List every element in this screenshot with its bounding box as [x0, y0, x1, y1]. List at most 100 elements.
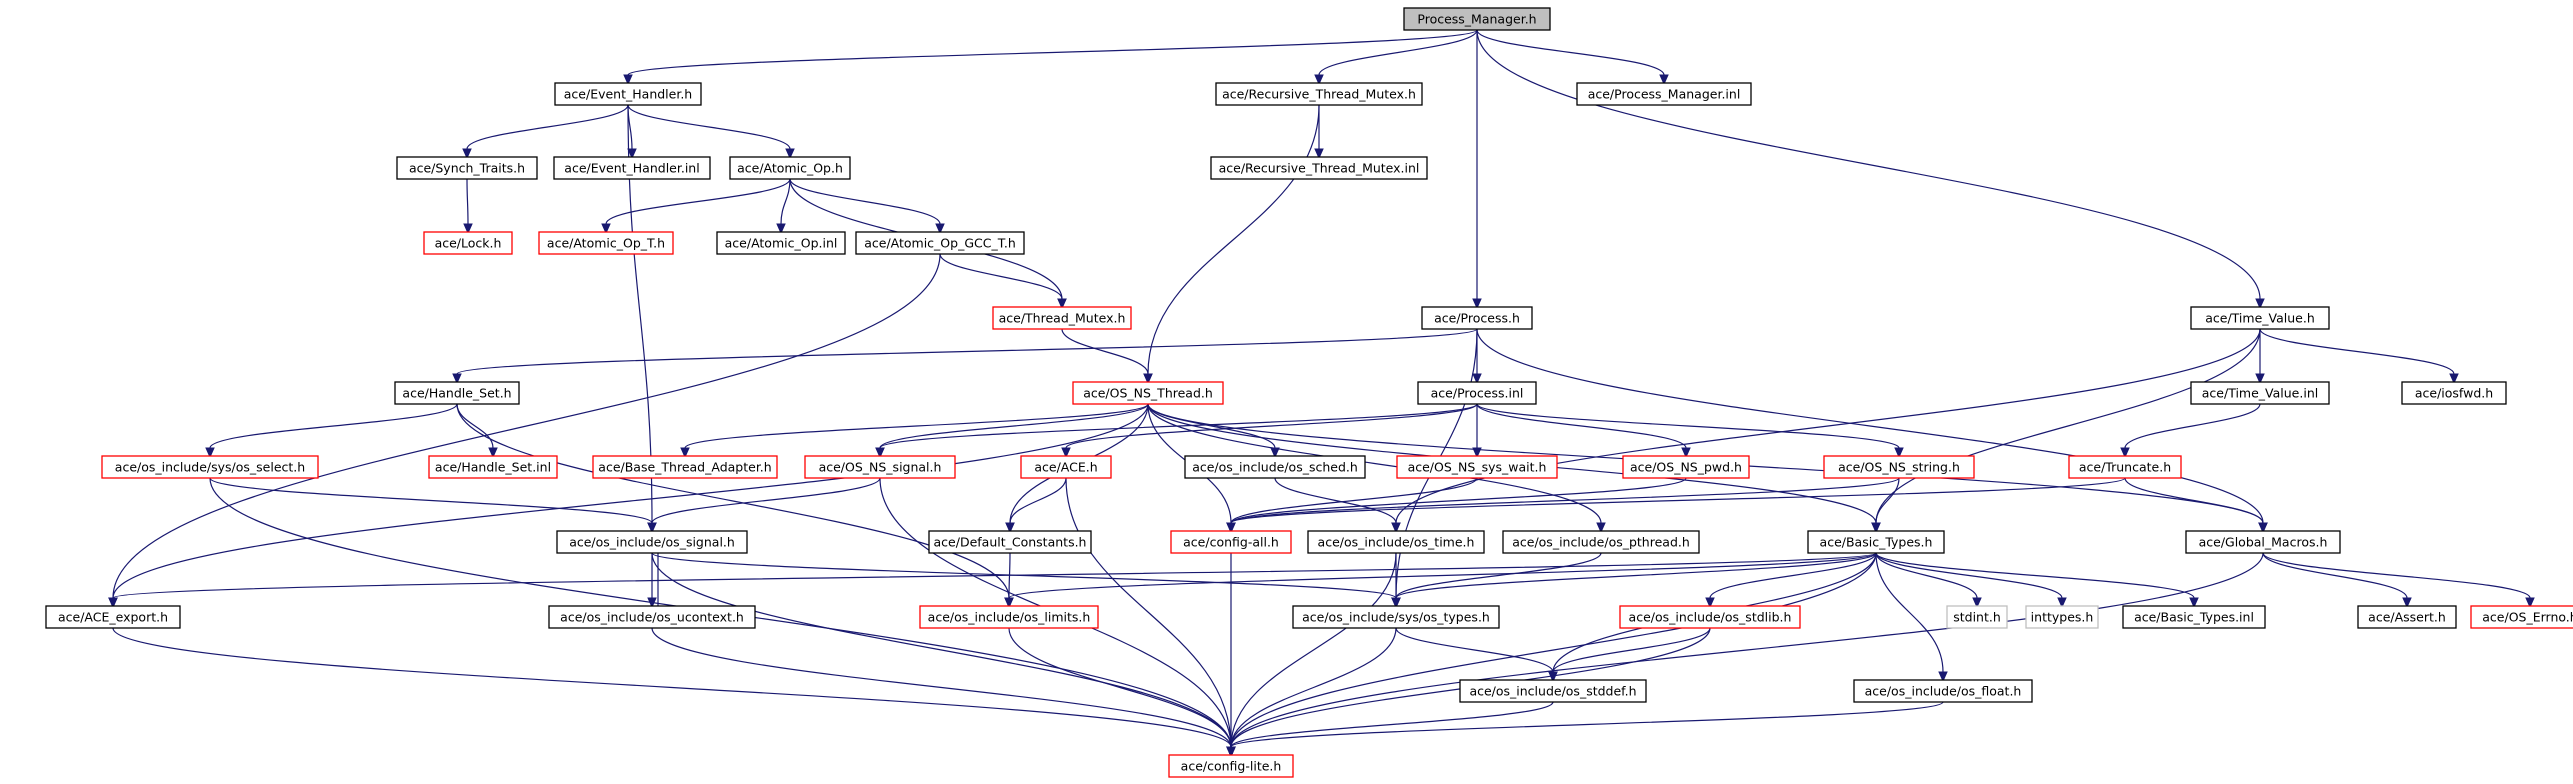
edge-handle_set_h-to-handle_set_inl [456, 403, 498, 459]
node-box [2122, 605, 2266, 629]
edge-basic_types_h-to-os_stdlib_h [1705, 552, 1877, 609]
node-rec-mutex-h[interactable]: ace/Recursive_Thread_Mutex.h [1215, 82, 1423, 106]
node-pm-inl[interactable]: ace/Process_Manager.inl [1576, 82, 1752, 106]
edge-process_h-to-global_macros_h [1476, 328, 2268, 534]
node-config-lite-h[interactable]: ace/config-lite.h [1168, 754, 1294, 778]
node-os-sched-h[interactable]: ace/os_include/os_sched.h [1184, 455, 1366, 479]
node-os-stdlib-h[interactable]: ace/os_include/os_stdlib.h [1619, 605, 1801, 629]
node-lock-h[interactable]: ace/Lock.h [423, 231, 513, 255]
node-label: ace/Handle_Set.inl [435, 460, 551, 475]
edge-atomic_op_gcc_t_h-to-thread_mutex_h [939, 253, 1067, 310]
node-config-all-h[interactable]: ace/config-all.h [1170, 530, 1292, 554]
node-os-ns-signal-h[interactable]: ace/OS_NS_signal.h [804, 455, 956, 479]
node-box [1020, 455, 1112, 479]
edge-basic_types_h-to-os_float_h [1875, 552, 1948, 683]
node-os-signal-h[interactable]: ace/os_include/os_signal.h [556, 530, 748, 554]
edge-process_inl-to-os_ns_signal_h [875, 403, 1478, 459]
node-box [1421, 306, 1533, 330]
node-label: ace/OS_NS_string.h [1838, 460, 1960, 475]
node-pm-h[interactable]: Process_Manager.h [1403, 7, 1551, 31]
node-truncate-h[interactable]: ace/Truncate.h [2068, 455, 2182, 479]
node-process-h[interactable]: ace/Process.h [1421, 306, 1533, 330]
node-label: ace/Global_Macros.h [2199, 535, 2328, 550]
edge-process_inl-to-os_ns_string_h [1476, 403, 1904, 459]
node-box [2401, 381, 2507, 405]
node-box [423, 231, 513, 255]
node-label: ace/OS_NS_Thread.h [1083, 386, 1213, 401]
node-box [556, 530, 748, 554]
node-box [2185, 530, 2341, 554]
node-time-value-h[interactable]: ace/Time_Value.h [2190, 306, 2330, 330]
node-os-time-h[interactable]: ace/os_include/os_time.h [1307, 530, 1485, 554]
node-label: ace/Process_Manager.inl [1588, 87, 1741, 102]
node-label: ace/OS_NS_signal.h [819, 460, 942, 475]
node-label: inttypes.h [2031, 610, 2094, 625]
node-atomic-op-gcc-t-h[interactable]: ace/Atomic_Op_GCC_T.h [855, 231, 1025, 255]
node-event-handler-inl[interactable]: ace/Event_Handler.inl [553, 156, 711, 180]
node-box [1396, 455, 1558, 479]
node-os-ns-pwd-h[interactable]: ace/OS_NS_pwd.h [1622, 455, 1750, 479]
node-thread-mutex-h[interactable]: ace/Thread_Mutex.h [992, 306, 1132, 330]
node-box [1622, 455, 1750, 479]
node-ace-h[interactable]: ace/ACE.h [1020, 455, 1112, 479]
node-label: ace/os_include/os_pthread.h [1512, 535, 1690, 550]
node-label: ace/Event_Handler.inl [564, 161, 699, 176]
node-label: ace/os_include/os_sched.h [1192, 460, 1358, 475]
node-box [45, 605, 181, 629]
node-handle-set-inl[interactable]: ace/Handle_Set.inl [428, 455, 558, 479]
node-atomic-op-inl[interactable]: ace/Atomic_Op.inl [716, 231, 846, 255]
node-os-stddef-h[interactable]: ace/os_include/os_stddef.h [1459, 679, 1647, 703]
node-handle-set-h[interactable]: ace/Handle_Set.h [394, 381, 520, 405]
node-global-macros-h[interactable]: ace/Global_Macros.h [2185, 530, 2341, 554]
node-label: ace/os_include/os_float.h [1865, 684, 2022, 699]
edge-basic_types_h-to-os_types_h [1391, 552, 1877, 609]
node-basic-types-inl[interactable]: ace/Basic_Types.inl [2122, 605, 2266, 629]
node-atomic-op-h[interactable]: ace/Atomic_Op.h [729, 156, 851, 180]
node-process-inl[interactable]: ace/Process.inl [1417, 381, 1537, 405]
node-default-constants-h[interactable]: ace/Default_Constants.h [928, 530, 1092, 554]
node-box [553, 156, 711, 180]
node-label: Process_Manager.h [1417, 12, 1536, 27]
node-box [1853, 679, 2033, 703]
edge-basic_types_h-to-os_limits_h [1004, 552, 1877, 609]
node-os-select-h[interactable]: ace/os_include/sys/os_select.h [101, 455, 319, 479]
node-time-value-inl[interactable]: ace/Time_Value.inl [2190, 381, 2330, 405]
edge-ace_export_h-to-config_lite_h [112, 627, 1236, 758]
node-os-ns-sys-wait-h[interactable]: ace/OS_NS_sys_wait.h [1396, 455, 1558, 479]
node-os-ns-thread-h[interactable]: ace/OS_NS_Thread.h [1072, 381, 1224, 405]
node-os-float-h[interactable]: ace/os_include/os_float.h [1853, 679, 2033, 703]
edge-truncate_h-to-global_macros_h [2124, 477, 2268, 534]
node-os-types-h[interactable]: ace/os_include/sys/os_types.h [1292, 605, 1500, 629]
edge-pm_h-to-time_value_h [1476, 29, 2265, 310]
node-box [1292, 605, 1500, 629]
node-label: ace/Process.h [1434, 311, 1520, 326]
node-atomic-op-t-h[interactable]: ace/Atomic_Op_T.h [538, 231, 674, 255]
node-label: ace/Basic_Types.h [1820, 535, 1933, 550]
node-synch-traits-h[interactable]: ace/Synch_Traits.h [396, 156, 538, 180]
edge-pm_h-to-rec_mutex_h [1314, 29, 1478, 86]
node-os-errno-h[interactable]: ace/OS_Errno.h [2470, 605, 2573, 629]
node-basic-types-h[interactable]: ace/Basic_Types.h [1807, 530, 1945, 554]
node-os-ns-string-h[interactable]: ace/OS_NS_string.h [1823, 455, 1975, 479]
node-label: ace/OS_NS_sys_wait.h [1408, 460, 1547, 475]
node-box [2190, 381, 2330, 405]
node-iosfwd-h[interactable]: ace/iosfwd.h [2401, 381, 2507, 405]
edge-os_types_h-to-config_lite_h [1226, 627, 1397, 758]
node-ace-export-h[interactable]: ace/ACE_export.h [45, 605, 181, 629]
node-box [1823, 455, 1975, 479]
node-os-ucontext-h[interactable]: ace/os_include/os_ucontext.h [548, 605, 756, 629]
node-box [554, 82, 702, 106]
node-box [1807, 530, 1945, 554]
node-assert-h[interactable]: ace/Assert.h [2357, 605, 2457, 629]
edge-time_value_inl-to-truncate_h [2120, 403, 2261, 459]
node-rec-mutex-inl[interactable]: ace/Recursive_Thread_Mutex.inl [1210, 156, 1428, 180]
edge-pm_h-to-pm_inl [1476, 29, 1669, 86]
node-stdint-h: stdint.h [1946, 605, 2008, 629]
node-label: ace/OS_NS_pwd.h [1630, 460, 1742, 475]
node-os-pthread-h[interactable]: ace/os_include/os_pthread.h [1502, 530, 1700, 554]
node-label: ace/OS_Errno.h [2482, 610, 2573, 625]
node-event-handler-h[interactable]: ace/Event_Handler.h [554, 82, 702, 106]
node-os-limits-h[interactable]: ace/os_include/os_limits.h [919, 605, 1099, 629]
node-base-thread-adapter-h[interactable]: ace/Base_Thread_Adapter.h [592, 455, 778, 479]
